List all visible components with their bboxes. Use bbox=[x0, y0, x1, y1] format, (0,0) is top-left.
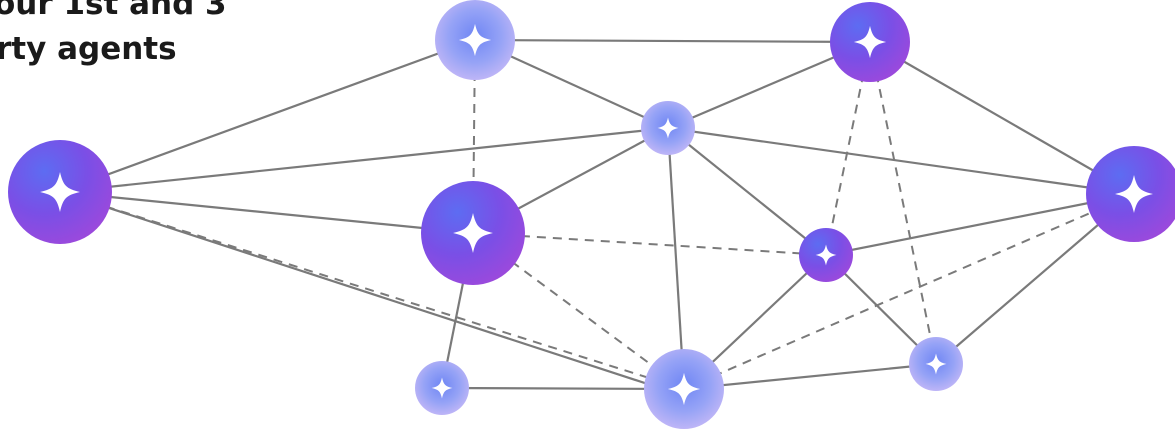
edge-solid bbox=[59, 126, 669, 194]
edge-dashed bbox=[472, 232, 827, 256]
agent-node-top-right[interactable] bbox=[830, 2, 910, 82]
edges-layer bbox=[59, 38, 1135, 391]
agent-node-small-purple[interactable] bbox=[799, 228, 853, 282]
sparkle-star-icon bbox=[657, 117, 679, 139]
sparkle-star-icon bbox=[925, 353, 947, 375]
edge-solid bbox=[441, 386, 685, 391]
edge-dashed bbox=[472, 232, 685, 390]
agent-node-large-left[interactable] bbox=[8, 140, 112, 244]
agent-node-bottom-left[interactable] bbox=[415, 361, 469, 415]
edge-solid bbox=[825, 192, 1135, 257]
agent-node-large-right[interactable] bbox=[1086, 146, 1175, 242]
sparkle-star-icon bbox=[431, 377, 453, 399]
edge-solid bbox=[474, 38, 871, 44]
edge-solid bbox=[666, 127, 686, 390]
sparkle-star-icon bbox=[815, 244, 837, 266]
agent-node-bottom-right[interactable] bbox=[909, 337, 963, 391]
sparkle-star-icon bbox=[458, 23, 492, 57]
edge-solid bbox=[869, 41, 1135, 195]
edge-solid bbox=[683, 362, 937, 391]
edge-dashed bbox=[59, 191, 685, 390]
heading-line-2: rty agents bbox=[0, 31, 177, 67]
agent-node-bottom-center[interactable] bbox=[644, 349, 724, 429]
edge-dashed bbox=[683, 193, 1135, 390]
section-heading: our 1st and 3 rty agents bbox=[0, 0, 227, 72]
sparkle-star-icon bbox=[667, 372, 701, 406]
edge-solid bbox=[59, 190, 474, 235]
nodes-layer bbox=[8, 0, 1175, 429]
sparkle-star-icon bbox=[40, 172, 80, 212]
edge-solid bbox=[667, 126, 1135, 196]
heading-line-1: our 1st and 3 bbox=[0, 0, 227, 22]
sparkle-star-icon bbox=[853, 25, 887, 59]
edge-dashed bbox=[869, 41, 937, 365]
edge-solid bbox=[667, 127, 827, 256]
sparkle-star-icon bbox=[1115, 175, 1153, 213]
edge-solid bbox=[59, 38, 476, 194]
agent-node-large-center[interactable] bbox=[421, 181, 525, 285]
agent-node-top-left[interactable] bbox=[435, 0, 515, 80]
sparkle-star-icon bbox=[453, 213, 493, 253]
agent-node-hub[interactable] bbox=[641, 101, 695, 155]
edge-solid bbox=[59, 190, 661, 390]
